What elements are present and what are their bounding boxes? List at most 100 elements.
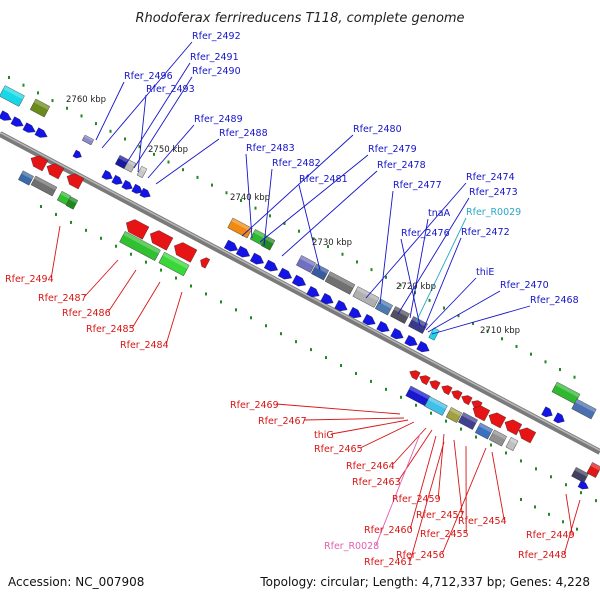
forward-arrow (263, 259, 278, 272)
forward-arrow-shape (376, 321, 390, 333)
lower-tick (145, 260, 147, 264)
feature-block-shine (449, 407, 462, 417)
forward-arrow-shape (320, 293, 334, 305)
feature-block-shine (461, 412, 478, 424)
upper-tick (66, 106, 68, 110)
upper-tick (298, 229, 300, 233)
feature-block (474, 422, 494, 440)
lower-tick (70, 220, 72, 224)
gene-label-rfer_2479: Rfer_2479 (368, 144, 417, 155)
lower-tick (190, 284, 192, 288)
gene-label-rfer_2478: Rfer_2478 (377, 160, 426, 171)
feature-block-shine (428, 396, 448, 410)
feature-block (119, 231, 161, 261)
feature-block (390, 306, 410, 324)
forward-arrow-shape (577, 480, 589, 490)
forward-arrow (235, 245, 250, 258)
feature-block-shine (574, 467, 589, 477)
leader-line (431, 305, 531, 335)
gene-label-thig: thiG (314, 430, 334, 441)
feature-block (374, 298, 394, 316)
gene-label-rfer_2454: Rfer_2454 (458, 516, 507, 527)
reverse-arrow-shape (150, 230, 174, 251)
lower-tick (520, 459, 522, 463)
lower-tick (534, 505, 536, 509)
feature-block-body (445, 407, 463, 423)
feature-block (586, 462, 600, 478)
forward-arrow (277, 267, 292, 280)
gene-label-rfer_2487: Rfer_2487 (38, 293, 87, 304)
forward-arrow (376, 321, 390, 333)
forward-arrow (348, 307, 362, 319)
leader-line (276, 403, 401, 415)
scale-ticks (8, 76, 597, 531)
feature-block-body (488, 429, 508, 447)
upper-tick (472, 321, 474, 325)
forward-arrow-shape (121, 179, 133, 190)
feature-block (81, 134, 95, 146)
feature-block (0, 85, 25, 107)
leader-line (259, 154, 369, 243)
feature-block (551, 381, 581, 405)
feature-block-shine (162, 252, 190, 269)
upper-tick (428, 298, 431, 302)
upper-tick (80, 114, 83, 118)
reverse-arrow-shape (504, 419, 523, 436)
feature-block-shine (409, 385, 431, 400)
lower-tick (40, 205, 42, 208)
lower-tick (100, 236, 102, 240)
gene-label-rfer_2456: Rfer_2456 (396, 550, 445, 561)
gene-label-rfer_2461: Rfer_2461 (364, 557, 413, 568)
gene-label-rfer_2489: Rfer_2489 (194, 114, 243, 125)
reverse-arrow (488, 412, 507, 429)
lower-tick (235, 308, 237, 312)
upper-tick (22, 83, 25, 87)
leader-line (563, 499, 581, 555)
gene-labels: Rfer_2492Rfer_2491Rfer_2490Rfer_2496Rfer… (5, 31, 579, 568)
leader-line (304, 417, 405, 421)
reverse-arrow-shape (66, 173, 85, 190)
gene-label-rfer_2483: Rfer_2483 (246, 143, 295, 154)
upper-tick (138, 145, 141, 149)
reverse-arrow (504, 419, 523, 436)
reverse-arrow (174, 242, 198, 263)
feature-block (408, 316, 428, 334)
lower-tick (115, 244, 117, 248)
feature-block-body (424, 396, 448, 416)
upper-tick (8, 76, 10, 79)
feature-block-body (18, 170, 34, 186)
forward-arrow (0, 110, 12, 121)
lower-tick (475, 435, 477, 439)
upper-tick (559, 368, 561, 372)
kbp-marker: 2730 kbp (312, 238, 352, 248)
upper-tick (573, 375, 576, 379)
lower-tick (490, 443, 492, 447)
feature-block-shine (84, 135, 94, 142)
lower-tick (280, 332, 282, 336)
feature-block-body (227, 217, 253, 239)
forward-arrow (291, 274, 306, 287)
feature-block (114, 154, 130, 170)
gene-label-rfer_2476: Rfer_2476 (401, 228, 450, 239)
upper-tick (443, 306, 445, 310)
lower-tick (505, 451, 507, 455)
accession-text: Accession: NC_007908 (8, 575, 144, 589)
kbp-marker: 2740 kbp (230, 193, 270, 203)
gene-label-rfer_2494: Rfer_2494 (5, 274, 54, 285)
feature-block (458, 412, 478, 430)
feature-block-body (123, 159, 137, 173)
feature-block-shine (253, 229, 266, 239)
leader-line (453, 439, 463, 515)
lower-tick (370, 379, 372, 383)
kbp-marker: 2710 kbp (480, 326, 520, 336)
feature-block-body (571, 398, 597, 420)
leader-line (425, 277, 477, 331)
feature-block (158, 251, 190, 277)
forward-arrow (101, 169, 113, 180)
upper-tick (167, 160, 170, 164)
feature-block-shine (60, 191, 71, 199)
forward-arrow (553, 412, 565, 424)
forward-arrow-shape (101, 169, 113, 180)
forward-arrow-shape (10, 116, 24, 127)
lower-tick (430, 411, 432, 415)
